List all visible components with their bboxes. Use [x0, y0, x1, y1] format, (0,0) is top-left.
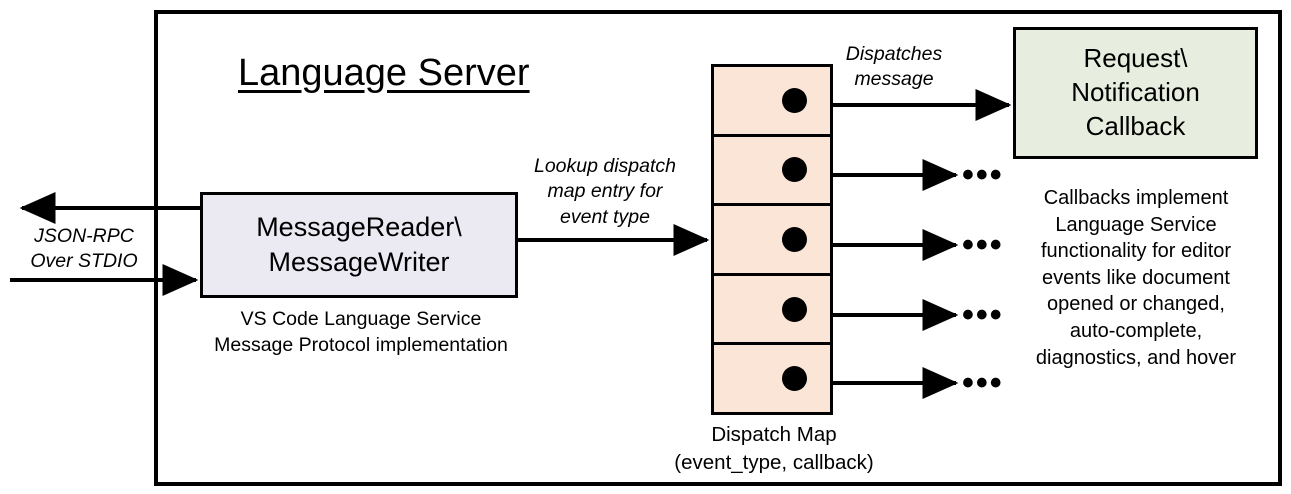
- message-reader-writer-node[interactable]: MessageReader\ MessageWriter: [200, 192, 518, 298]
- dispatch-caption-line1: Dispatch Map: [711, 423, 837, 446]
- callback-caption-line3: functionality for editor: [1040, 240, 1232, 263]
- dispatch-map-row[interactable]: [714, 206, 830, 276]
- dispatch-map-caption: Dispatch Map (event_type, callback): [650, 421, 898, 476]
- callback-caption-line6: auto-complete,: [1069, 319, 1203, 342]
- ellipsis-row5: •••: [962, 364, 1004, 402]
- dispatches-line1: Dispatches: [845, 43, 943, 65]
- edge-label-lookup-dispatch: Lookup dispatch map entry for event type: [512, 154, 698, 230]
- callback-caption-line5: opened or changed,: [1047, 293, 1225, 316]
- reader-label-line1: MessageReader\: [256, 212, 462, 243]
- dispatch-map-row[interactable]: [714, 276, 830, 346]
- edge-label-dispatches-message: Dispatches message: [830, 42, 958, 93]
- dispatch-entry-dot-icon: [782, 157, 807, 183]
- callback-caption-line2: Language Service: [1055, 213, 1217, 236]
- callback-caption-line4: events like document: [1042, 266, 1230, 289]
- message-reader-caption: VS Code Language Service Message Protoco…: [196, 306, 526, 359]
- callback-label-line1: Request\: [1083, 43, 1188, 74]
- callback-label-line3: Callback: [1085, 110, 1186, 141]
- reader-label-line2: MessageWriter: [268, 247, 450, 277]
- edge-label-jsonrpc: JSON-RPC Over STDIO: [14, 224, 154, 275]
- jsonrpc-line1: JSON-RPC: [34, 225, 134, 247]
- language-server-frame: [154, 10, 1282, 486]
- page-title: Language Server: [238, 52, 530, 94]
- dispatch-entry-dot-icon: [782, 296, 807, 322]
- lookup-line1: Lookup dispatch: [533, 155, 677, 177]
- dispatch-entry-dot-icon: [782, 366, 807, 392]
- callback-caption-line7: diagnostics, and hover: [1035, 346, 1237, 369]
- ellipsis-row2: •••: [962, 156, 1004, 194]
- callback-caption-line1: Callbacks implement: [1043, 187, 1229, 209]
- dispatch-map-row[interactable]: [714, 67, 830, 137]
- dispatch-entry-dot-icon: [782, 87, 807, 113]
- jsonrpc-line2: Over STDIO: [30, 250, 138, 273]
- lookup-line3: event type: [560, 205, 650, 228]
- dispatch-map-row[interactable]: [714, 345, 830, 412]
- dispatch-entry-dot-icon: [782, 226, 807, 252]
- callback-caption: Callbacks implement Language Service fun…: [1005, 185, 1267, 371]
- ellipsis-row4: •••: [962, 296, 1004, 334]
- dispatch-map-row[interactable]: [714, 137, 830, 207]
- lookup-line2: map entry for: [547, 180, 663, 203]
- callback-label-line2: Notification: [1071, 77, 1200, 108]
- ellipsis-row3: •••: [962, 226, 1004, 264]
- dispatch-map-table[interactable]: [711, 64, 833, 415]
- request-notification-callback-node[interactable]: Request\ Notification Callback: [1013, 27, 1258, 159]
- dispatch-caption-line2: (event_type, callback): [674, 450, 874, 474]
- reader-caption-line1: VS Code Language Service: [240, 308, 482, 330]
- reader-caption-line2: Message Protocol implementation: [214, 334, 508, 357]
- dispatches-line2: message: [854, 68, 934, 91]
